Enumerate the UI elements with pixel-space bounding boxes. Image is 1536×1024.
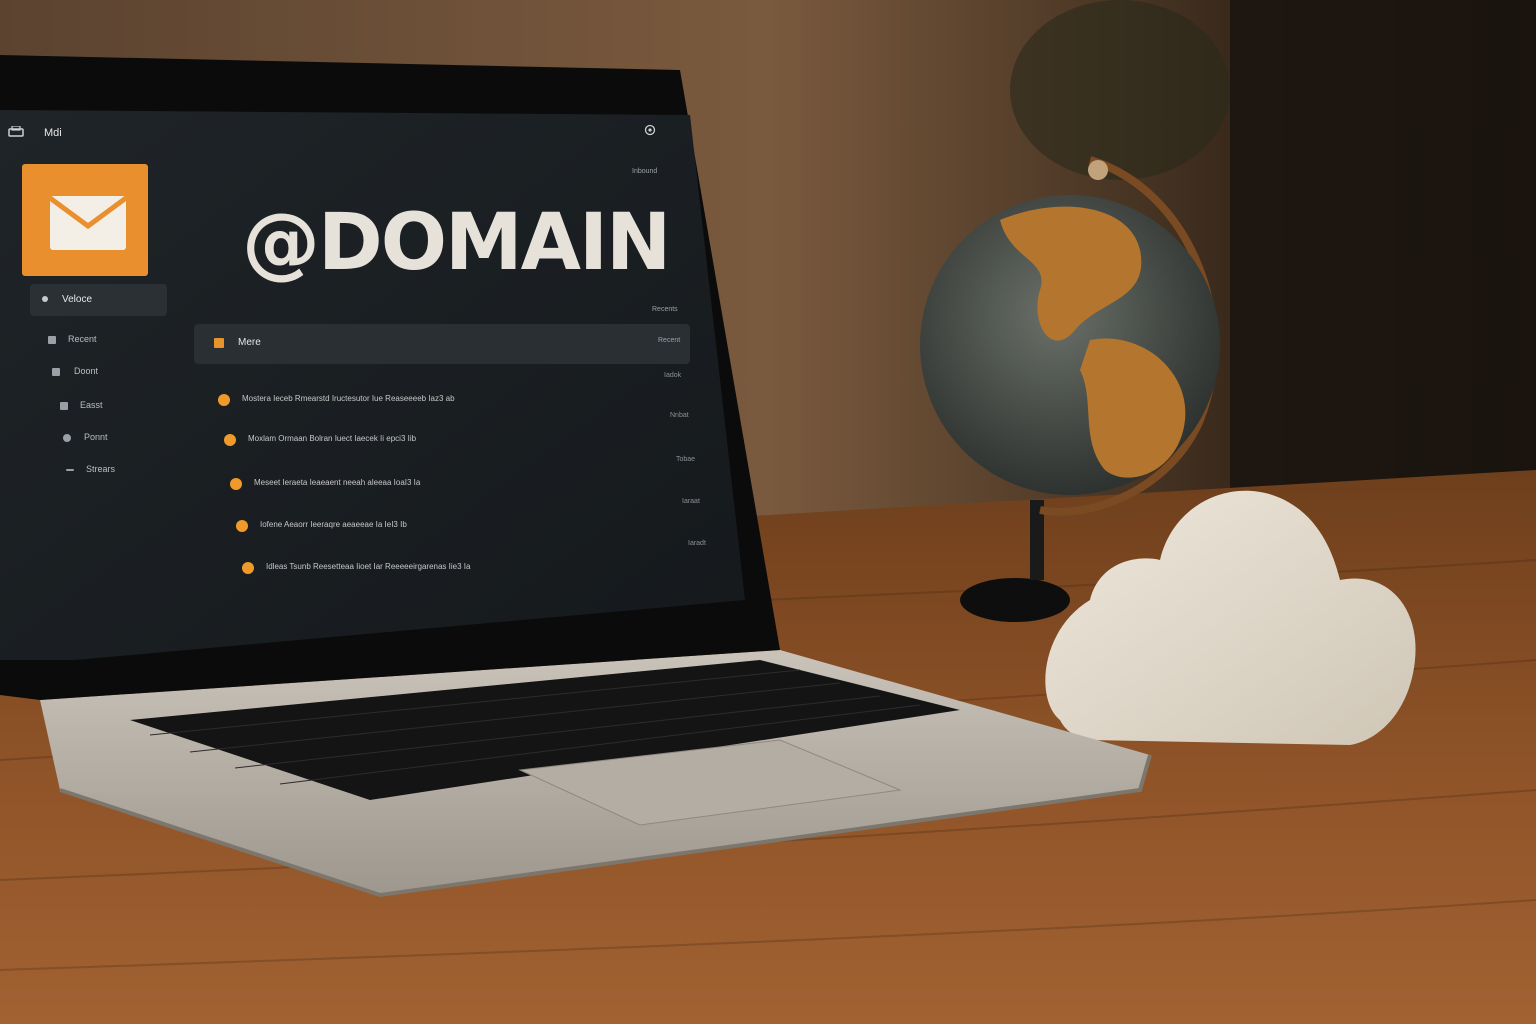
list-item[interactable]: Iofene Aeaorr Ieeraqre aeaeeae Ia IeI3 I… [236, 498, 706, 536]
sidebar-item-label: Strears [86, 464, 116, 474]
message-time: Iadok [664, 372, 682, 379]
app-topbar: Mdi [0, 118, 660, 154]
sidebar-item-label: Ponnt [84, 432, 108, 442]
sidebar-item-active[interactable]: Veloce [30, 284, 167, 316]
message-time: Tobae [676, 456, 696, 463]
document-icon [52, 368, 60, 376]
send-icon [60, 402, 68, 410]
unread-dot-icon [218, 394, 230, 406]
unread-dot-icon [230, 478, 242, 490]
message-time: Iaraat [682, 498, 700, 505]
app-title: Mdi [44, 127, 62, 139]
laptop [0, 55, 1152, 898]
status-dot-icon [42, 296, 48, 302]
message-subject: Mostera Ieceb Rmearstd Iructesutor Iue R… [242, 394, 455, 403]
message-subject: Moxlam Ormaan Bolran Iuect Iaecek Ii epc… [248, 434, 417, 443]
unread-dot-icon [242, 562, 254, 574]
folder-label: Mere [238, 337, 261, 348]
sidebar-item-label: Veloce [62, 294, 93, 305]
page-title: @DOMAIN [242, 198, 671, 288]
header-action-label[interactable]: Inbound [632, 168, 658, 175]
list-item[interactable]: Moxlam Ormaan Bolran Iuect Iaecek Ii epc… [224, 412, 694, 450]
list-item[interactable]: Meseet Ieraeta Ieaeaent neeah aleeaa Ioa… [230, 456, 700, 494]
folder-meta: Recent [658, 337, 681, 344]
cloud-decoration [1045, 490, 1416, 745]
mail-logo[interactable] [22, 164, 148, 276]
filter-label[interactable]: Recents [652, 306, 678, 313]
message-time: Nnbat [670, 412, 689, 419]
message-subject: Iofene Aeaorr Ieeraqre aeaeeae Ia IeI3 I… [260, 520, 407, 529]
folder-row[interactable]: Mere Recent [194, 324, 690, 364]
sidebar-item-label: Recent [68, 334, 97, 344]
sidebar-item-label: Easst [80, 400, 103, 410]
printer-icon[interactable] [8, 126, 24, 138]
message-time: Iaradt [688, 540, 706, 547]
unread-dot-icon [236, 520, 248, 532]
folder-flag-icon [214, 338, 224, 348]
folder-icon [48, 336, 56, 344]
laptop-screen: Mdi Veloce Recent Doont Easst Ponnt Stre… [0, 118, 745, 663]
message-subject: Meseet Ieraeta Ieaeaent neeah aleeaa Ioa… [254, 478, 421, 487]
settings-icon[interactable] [644, 124, 656, 136]
list-item[interactable]: Idleas Tsunb Reesetteaa Iioet Iar Reeeee… [242, 540, 712, 578]
globe [920, 156, 1220, 622]
unread-dot-icon [224, 434, 236, 446]
dash-icon [66, 469, 74, 471]
message-subject: Idleas Tsunb Reesetteaa Iioet Iar Reeeee… [266, 562, 471, 571]
list-item[interactable]: Mostera Ieceb Rmearstd Iructesutor Iue R… [218, 372, 688, 410]
envelope-icon [48, 195, 128, 250]
sidebar-item-label: Doont [74, 366, 99, 376]
circle-icon [63, 434, 71, 442]
